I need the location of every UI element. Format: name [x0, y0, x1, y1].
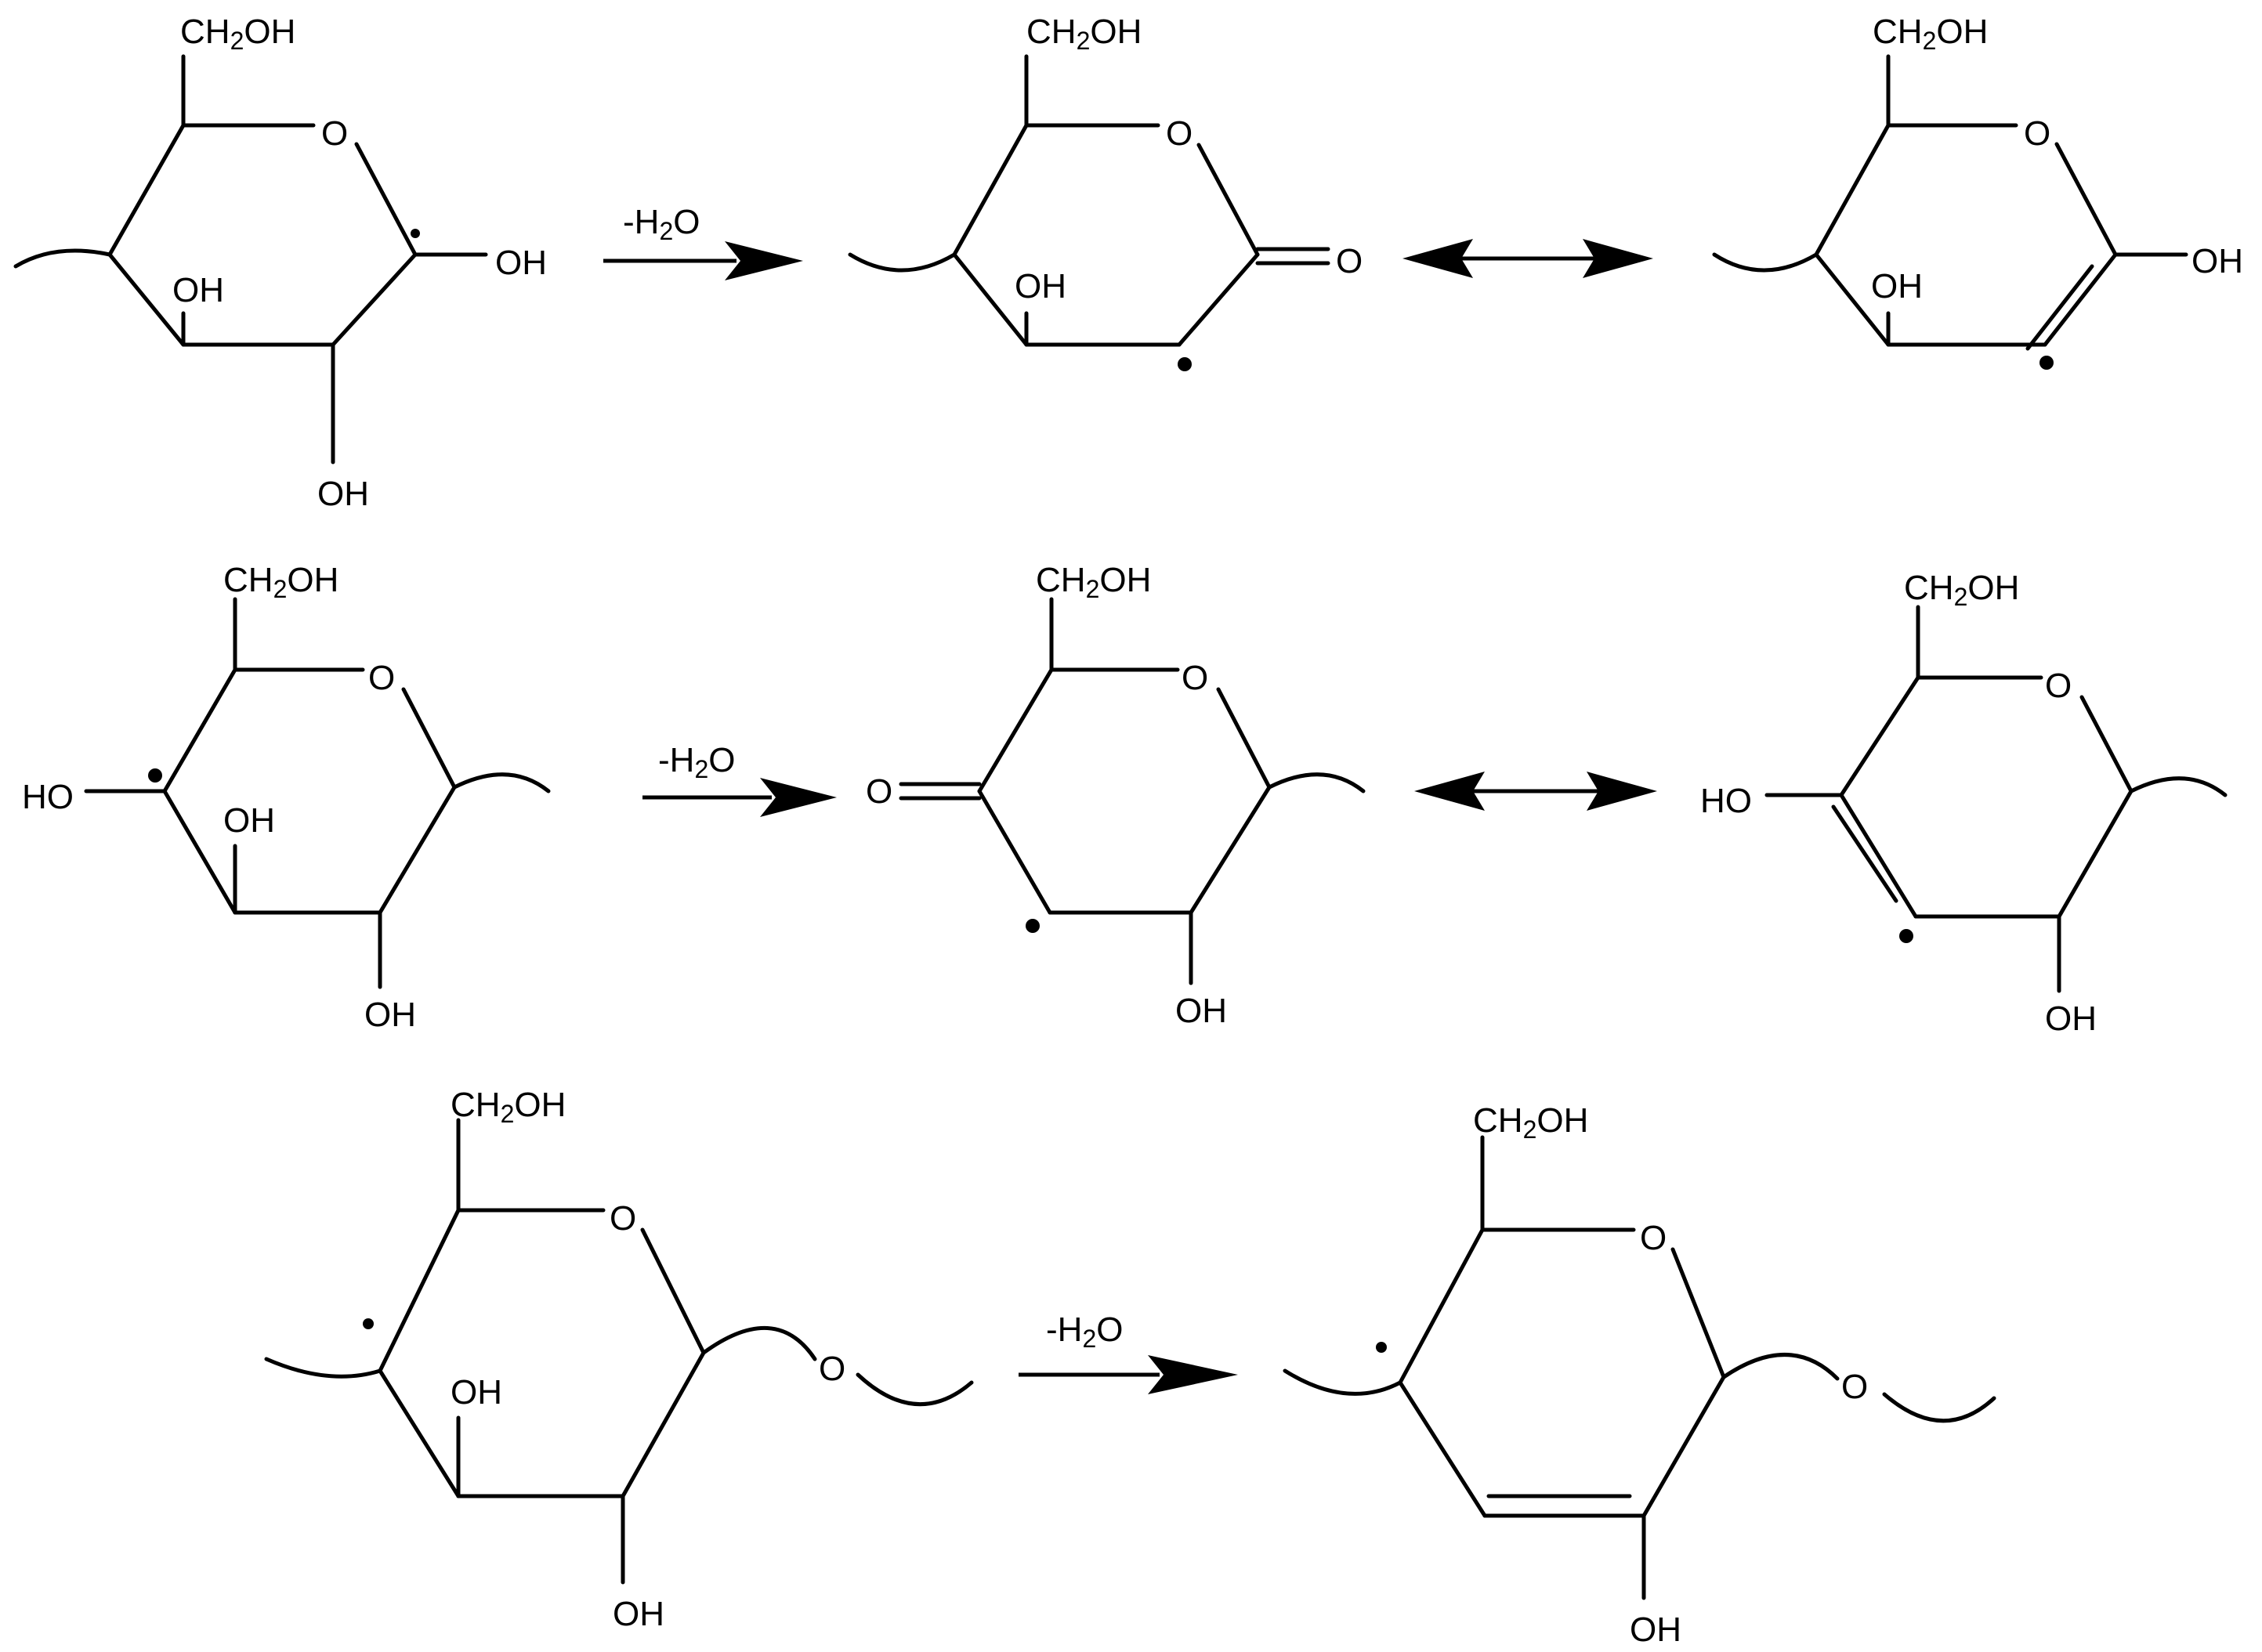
dehydration-label: -H2O — [1046, 1310, 1123, 1353]
oh-label: OH — [2191, 242, 2243, 280]
row3-reactant: CH2OH O O OH OH — [264, 1086, 974, 1633]
radical-dot — [1899, 929, 1913, 943]
row1-resonance-arrow — [1402, 239, 1653, 278]
oh-label: OH — [1871, 267, 1923, 305]
row1-product-a: CH2OH O O OH — [848, 13, 1363, 371]
ch2oh-label: CH2OH — [1026, 13, 1142, 55]
ch2oh-label: CH2OH — [1473, 1101, 1588, 1144]
row1-arrow: -H2O — [603, 203, 803, 280]
ring-oxygen-label: O — [321, 114, 348, 153]
oh-label: OH — [1175, 992, 1227, 1030]
row1-reactant: CH2OH O OH OH OH — [13, 13, 547, 513]
row3-product: CH2OH O O OH — [1283, 1101, 1996, 1649]
ring-oxygen-label: O — [368, 659, 395, 697]
oh-label: OH — [613, 1595, 664, 1633]
row2-product-a: CH2OH O O OH — [866, 561, 1366, 1030]
oh-label: OH — [1630, 1610, 1681, 1649]
carbonyl-oxygen-label: O — [1336, 242, 1363, 280]
row2-arrow: -H2O — [642, 741, 837, 817]
dehydration-label: -H2O — [623, 203, 700, 245]
oh-label: OH — [495, 244, 547, 282]
ch2oh-label: CH2OH — [223, 561, 338, 603]
oh-label: OH — [364, 996, 416, 1034]
ch2oh-label: CH2OH — [1873, 13, 1988, 55]
ring-oxygen-label: O — [2045, 667, 2072, 705]
ring-oxygen-label: O — [1182, 659, 1208, 697]
ring-oxygen-label: O — [2024, 114, 2050, 153]
oh-label: OH — [2045, 1000, 2097, 1038]
carbonyl-oxygen-label: O — [866, 772, 892, 811]
radical-dot — [411, 229, 420, 238]
ch2oh-label: CH2OH — [451, 1086, 566, 1128]
glycosidic-oxygen-label: O — [1841, 1368, 1868, 1406]
dehydration-label: -H2O — [658, 741, 735, 783]
radical-dot — [1178, 357, 1192, 371]
radical-dot — [1376, 1342, 1387, 1353]
ch2oh-label: CH2OH — [180, 13, 295, 55]
ho-label: HO — [1700, 782, 1752, 820]
ring-oxygen-label: O — [610, 1199, 636, 1238]
oh-label: OH — [1015, 267, 1066, 305]
ch2oh-label: CH2OH — [1904, 569, 2019, 611]
ch2oh-label: CH2OH — [1036, 561, 1151, 603]
row2-reactant: CH2OH O HO OH OH — [22, 561, 551, 1034]
oh-label: OH — [223, 801, 275, 840]
ring-oxygen-label: O — [1166, 114, 1193, 153]
oh-label: OH — [451, 1373, 502, 1412]
oh-label: OH — [317, 475, 369, 513]
radical-dot — [363, 1318, 374, 1329]
radical-dot — [2039, 356, 2054, 370]
ring-oxygen-label: O — [1640, 1219, 1667, 1257]
row2-product-b: CH2OH O HO OH — [1700, 569, 2228, 1038]
radical-dot — [148, 768, 162, 783]
ho-label: HO — [22, 778, 74, 816]
row1-product-b: CH2OH O OH OH — [1712, 13, 2243, 370]
oh-label: OH — [172, 271, 224, 309]
radical-dot — [1026, 919, 1040, 933]
glycosidic-oxygen-label: O — [819, 1350, 845, 1388]
row2-resonance-arrow — [1414, 772, 1657, 811]
row3-arrow: -H2O — [1019, 1310, 1238, 1394]
